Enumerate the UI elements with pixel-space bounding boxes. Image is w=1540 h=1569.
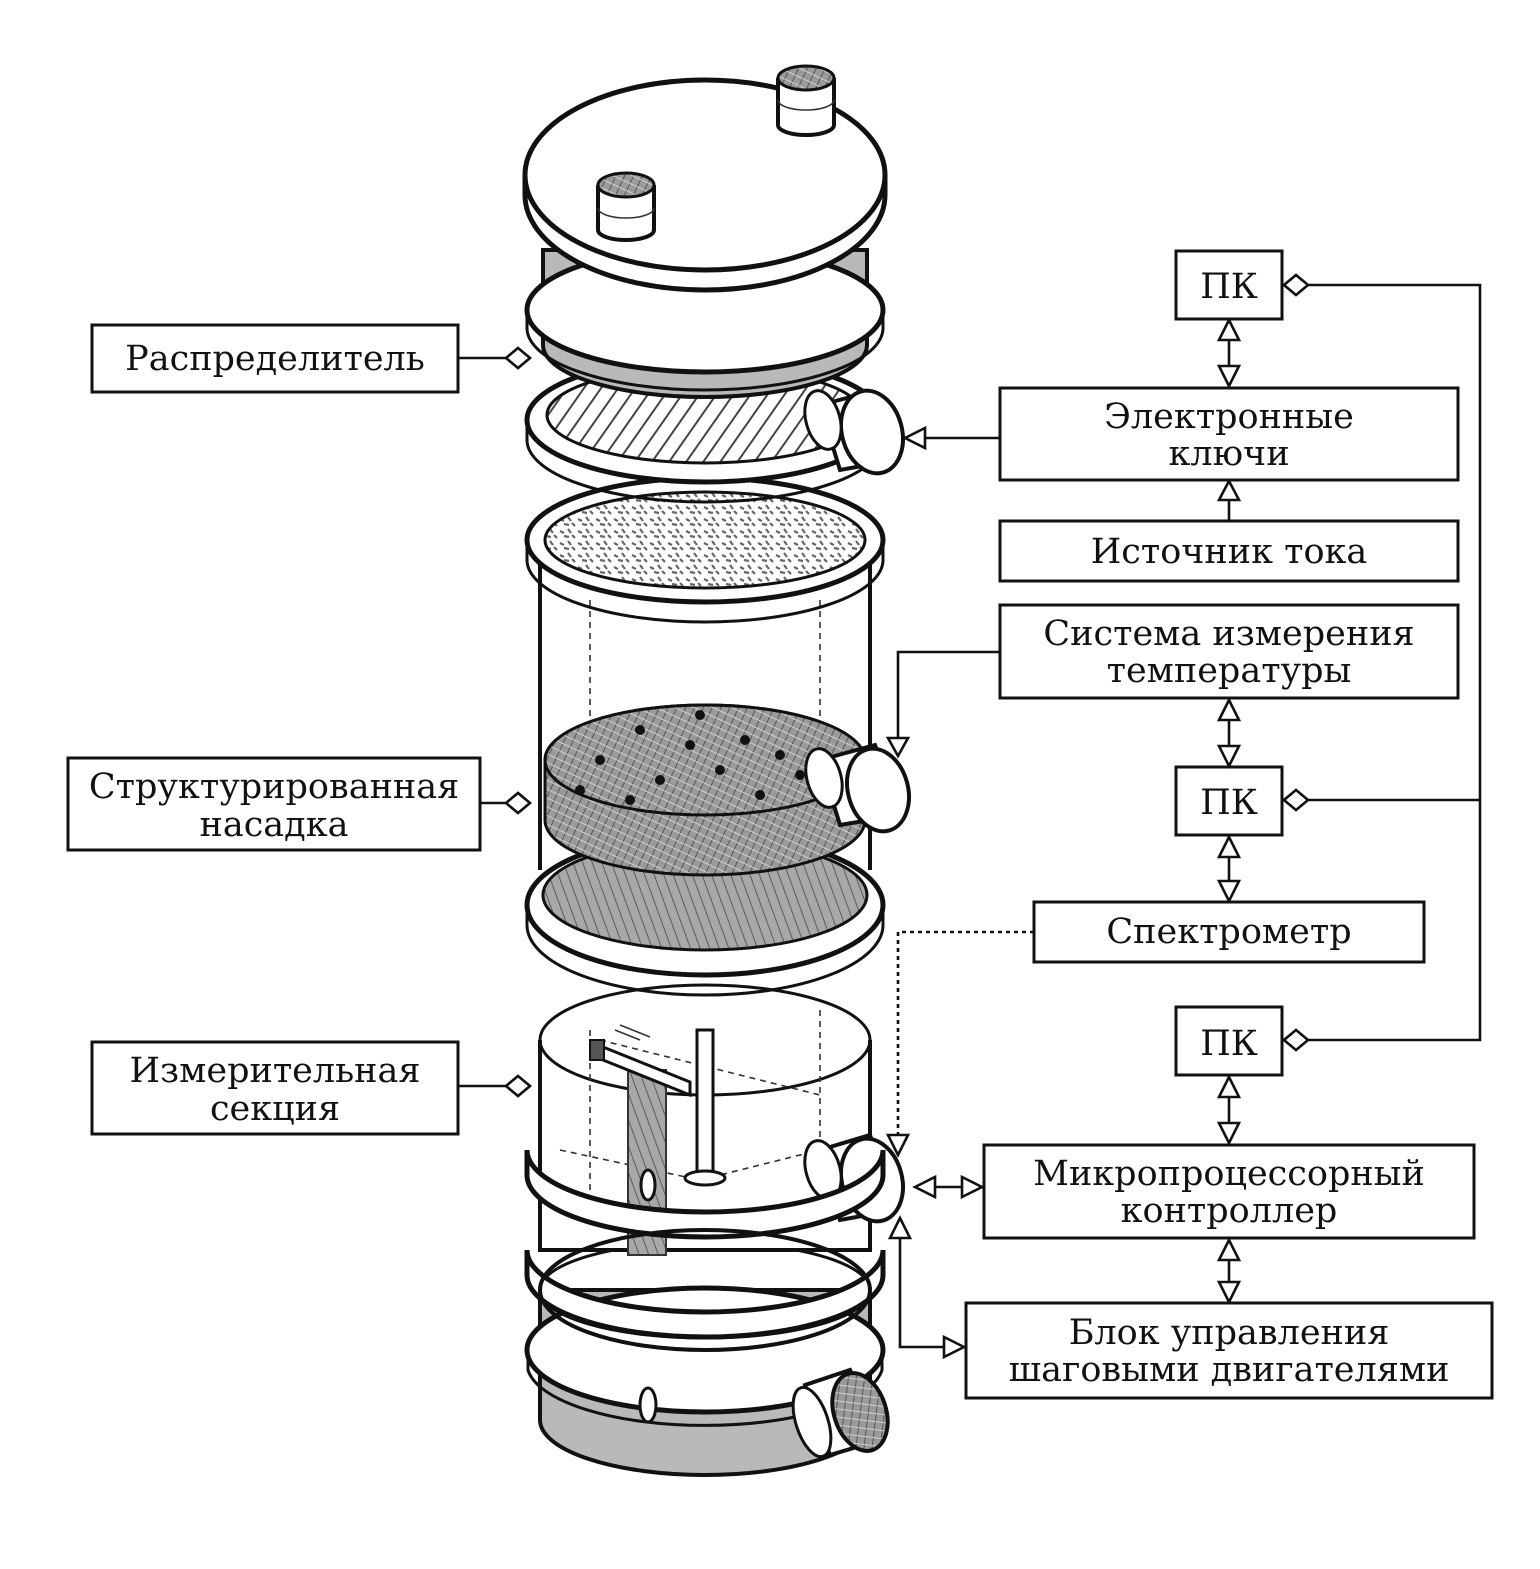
block-current-source: Источник тока xyxy=(998,519,1460,583)
hollow-arrow-icon xyxy=(960,1174,985,1200)
block-spectrometer: Спектрометр xyxy=(1032,900,1426,964)
block-stepper-control-line2: шаговыми двигателями xyxy=(1009,1350,1450,1390)
hollow-arrow-icon xyxy=(912,1174,937,1200)
hollow-arrow-icon xyxy=(885,1133,911,1158)
hollow-arrow-icon xyxy=(1216,1237,1242,1262)
lid-port-left-icon xyxy=(596,171,656,242)
bottom-nozzle-icon xyxy=(791,1367,890,1459)
pc-bus-line xyxy=(1306,283,1482,1042)
diamond-connector-icon xyxy=(503,346,533,370)
label-structured-packing-line1: Структурированная xyxy=(89,767,459,807)
label-distributor-text: Распределитель xyxy=(125,339,425,379)
block-temperature-system: Система измерения температуры xyxy=(998,603,1460,700)
hollow-arrow-icon xyxy=(942,1334,967,1360)
block-pc-3-text: ПК xyxy=(1200,1024,1258,1064)
block-microcontroller: Микропроцессорный контроллер xyxy=(982,1143,1476,1240)
label-measuring-section-line1: Измерительная xyxy=(130,1051,421,1091)
label-measuring-section: Измерительная секция xyxy=(90,1040,533,1136)
block-pc-1-text: ПК xyxy=(1200,267,1258,307)
hollow-arrow-icon xyxy=(1216,744,1242,769)
block-stepper-control: Блок управления шаговыми двигателями xyxy=(964,1301,1494,1400)
diamond-connector-icon xyxy=(503,1074,533,1098)
hollow-arrow-icon xyxy=(1216,364,1242,389)
hollow-arrow-icon xyxy=(1216,1121,1242,1146)
hollow-arrow-icon xyxy=(887,1215,913,1240)
hollow-arrow-icon xyxy=(1216,834,1242,859)
block-pc-2-text: ПК xyxy=(1200,783,1258,823)
label-structured-packing-line2: насадка xyxy=(200,805,349,845)
block-current-source-text: Источник тока xyxy=(1091,532,1368,572)
hollow-arrow-icon xyxy=(1216,697,1242,722)
distributor-nozzle-icon xyxy=(803,388,905,476)
block-electronic-keys-line1: Электронные xyxy=(1104,397,1354,437)
block-pc-1: ПК xyxy=(1174,249,1284,321)
block-electronic-keys-line2: ключи xyxy=(1168,434,1289,474)
block-pc-2: ПК xyxy=(1174,765,1284,837)
block-spectrometer-text: Спектрометр xyxy=(1106,912,1351,952)
diamond-connector-icon xyxy=(503,791,533,815)
connectors xyxy=(885,273,1482,1360)
block-stepper-control-line1: Блок управления xyxy=(1069,1313,1390,1353)
hollow-arrow-icon xyxy=(902,425,927,451)
lid-port-right-icon xyxy=(776,64,836,137)
diamond-connector-icon xyxy=(1281,788,1311,812)
block-temperature-system-line1: Система измерения xyxy=(1043,614,1414,654)
block-temperature-system-line2: температуры xyxy=(1107,651,1352,691)
diamond-connector-icon xyxy=(1281,273,1311,297)
diamond-connector-icon xyxy=(1281,1028,1311,1052)
block-pc-3: ПК xyxy=(1174,1005,1284,1077)
hollow-arrow-icon xyxy=(1216,879,1242,904)
label-measuring-section-line2: секция xyxy=(210,1089,340,1129)
label-distributor: Распределитель xyxy=(90,323,533,394)
label-structured-packing: Структурированная насадка xyxy=(66,756,533,852)
block-microcontroller-line2: контроллер xyxy=(1121,1191,1338,1231)
hollow-arrow-icon xyxy=(1216,478,1242,502)
hollow-arrow-icon xyxy=(1216,1280,1242,1305)
hollow-arrow-icon xyxy=(1216,1074,1242,1099)
block-electronic-keys: Электронные ключи xyxy=(998,386,1460,482)
hollow-arrow-icon xyxy=(885,736,911,759)
temperature-nozzle-icon xyxy=(804,742,911,834)
column-apparatus-drawing xyxy=(522,64,911,1477)
hollow-arrow-icon xyxy=(1216,317,1242,342)
block-microcontroller-line1: Микропроцессорный xyxy=(1033,1154,1425,1194)
